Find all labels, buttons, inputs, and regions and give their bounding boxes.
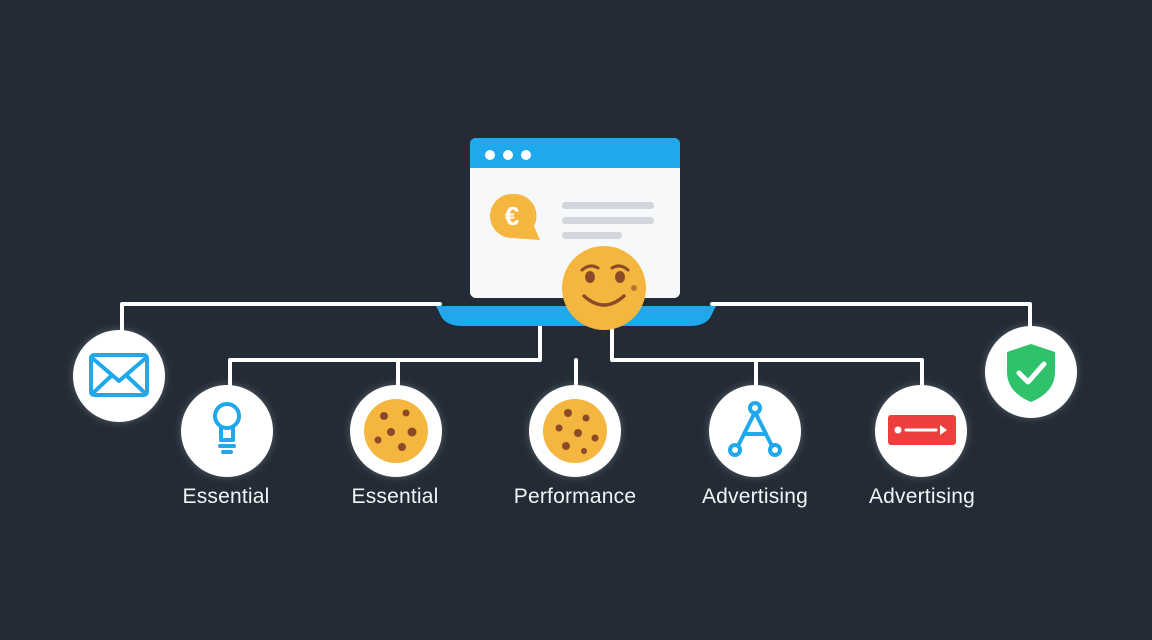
node-label-essential-cookie: Essential [351,485,439,508]
node-advertising-video [875,385,967,477]
text-line [562,232,622,239]
euro-coin-icon: € [490,193,540,240]
node-label-essential-lightbulb: Essential [182,485,270,508]
node-essential-lightbulb [181,385,273,477]
envelope-icon [89,353,149,397]
text-line [562,202,654,209]
node-label-performance: Performance [513,485,637,508]
window-dot [485,150,495,160]
node-envelope [73,330,165,422]
connector-right-branch [610,318,924,394]
text-line [562,217,654,224]
connector-shield [710,302,1032,342]
euro-symbol: € [505,201,519,231]
network-nodes-icon [728,401,782,457]
browser-title-bar [470,138,680,168]
node-shield [985,326,1077,418]
node-essential-cookie [350,385,442,477]
node-performance-cookie [529,385,621,477]
node-label-advertising-video: Advertising [868,485,976,508]
cookie-icon [364,399,428,463]
window-dot [521,150,531,160]
connector-envelope [120,302,442,344]
lightbulb-icon [213,402,241,454]
window-dot [503,150,513,160]
connector-left-branch [228,318,542,394]
node-label-advertising-network: Advertising [701,485,809,508]
node-advertising-network [709,385,801,477]
smiley-cookie-icon [562,246,646,330]
cookie-icon [543,399,607,463]
video-ad-icon [888,415,956,445]
shield-check-icon [1007,344,1055,402]
